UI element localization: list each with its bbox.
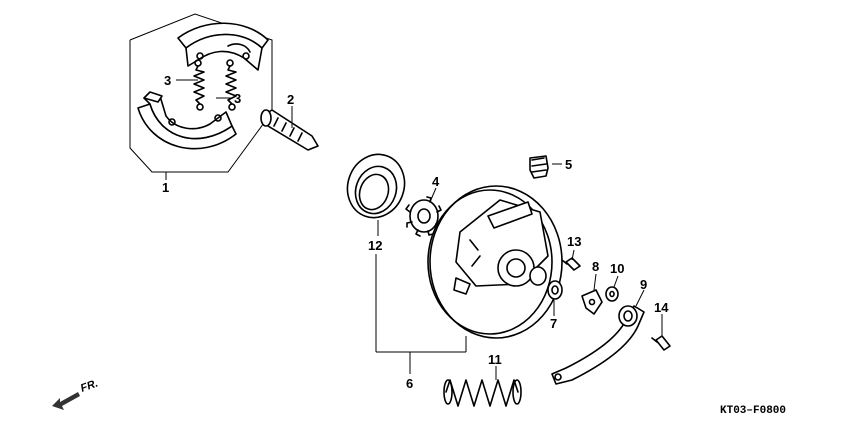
callout-2: 2 xyxy=(287,92,294,107)
lower-brake-shoe xyxy=(137,91,237,150)
callout-14: 14 xyxy=(654,300,669,315)
callout-8: 8 xyxy=(592,259,599,274)
washer-10 xyxy=(605,286,619,302)
callout-4: 4 xyxy=(432,174,440,189)
callout-6: 6 xyxy=(406,376,413,391)
speedometer-gear xyxy=(405,196,442,237)
bolt-14 xyxy=(651,335,671,351)
brake-panel xyxy=(427,185,563,339)
front-direction-arrow-icon xyxy=(52,392,80,410)
leader-lines xyxy=(165,79,663,380)
wear-indicator-plate xyxy=(581,289,603,315)
front-label: FR. xyxy=(79,377,100,394)
dust-seal xyxy=(547,280,563,300)
callout-11: 11 xyxy=(488,352,502,367)
oil-seal xyxy=(346,153,406,219)
callout-13: 13 xyxy=(567,234,581,249)
upper-brake-shoe xyxy=(177,22,269,71)
brake-cam xyxy=(260,109,319,151)
cable-plug xyxy=(529,155,549,179)
brake-shoe-spring-right xyxy=(225,59,237,111)
brake-shoe-spring-left xyxy=(193,59,205,111)
callout-1: 1 xyxy=(162,180,169,195)
callout-5: 5 xyxy=(565,157,572,172)
return-spring xyxy=(443,379,522,407)
callout-7: 7 xyxy=(550,316,557,331)
callout-3-left: 3 xyxy=(164,73,171,88)
bolt-13 xyxy=(561,257,581,271)
callout-10: 10 xyxy=(610,261,624,276)
brake-arm xyxy=(551,305,645,385)
callout-9: 9 xyxy=(640,277,647,292)
callout-12: 12 xyxy=(368,238,382,253)
brake-shoe-group-outline xyxy=(129,13,273,173)
diagram-code: KT03–F0800 xyxy=(720,405,786,417)
callout-3-right: 3 xyxy=(234,91,241,106)
